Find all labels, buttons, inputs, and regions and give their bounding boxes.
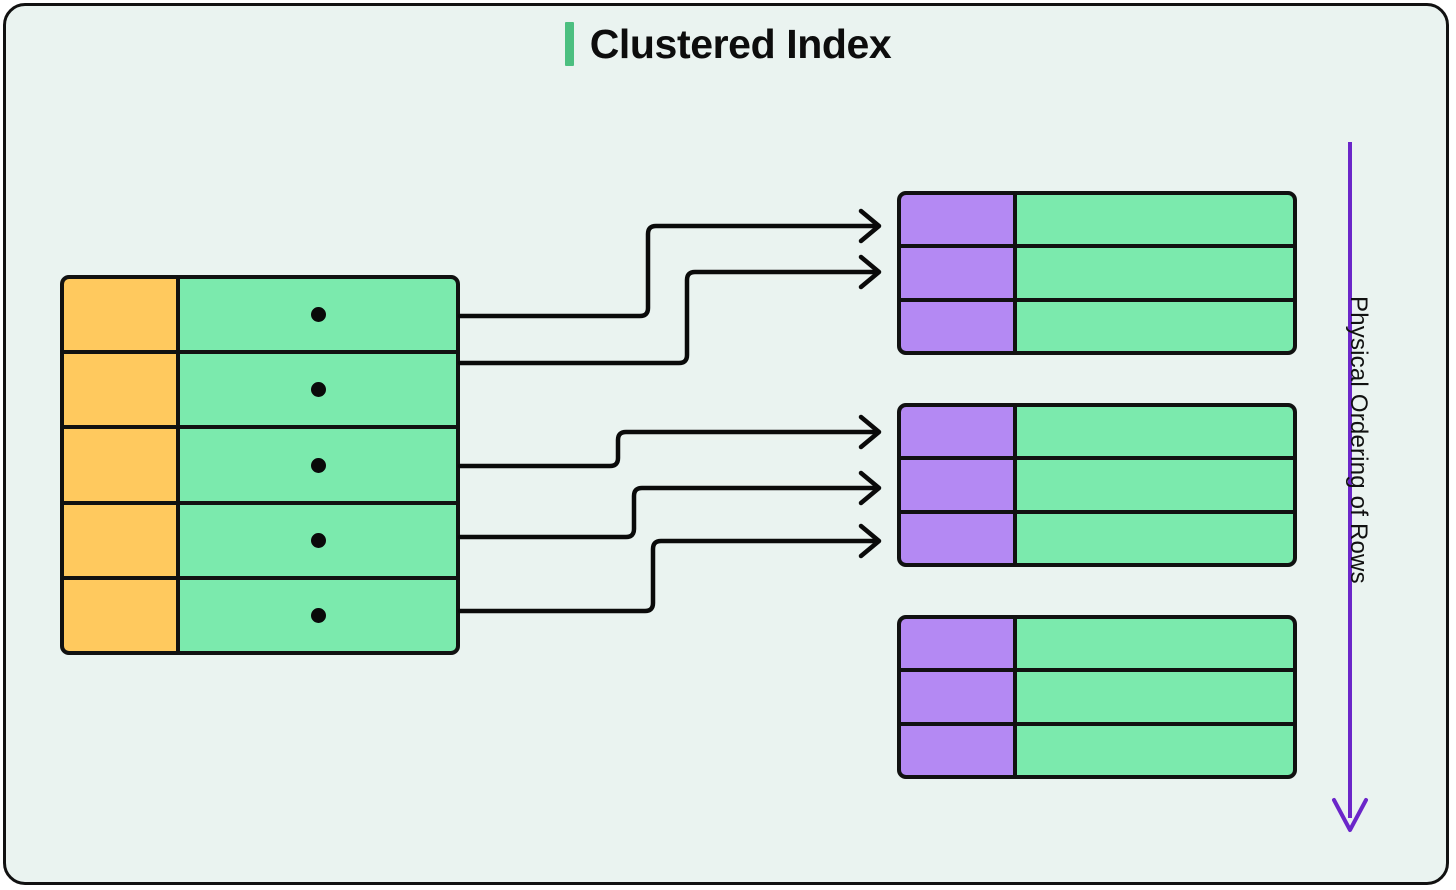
pointer-dot-icon xyxy=(310,307,326,323)
data-page-block-1 xyxy=(897,191,1297,355)
row-data-cell xyxy=(1017,725,1293,775)
table-row[interactable] xyxy=(901,456,1293,510)
row-key-cell xyxy=(901,301,1017,351)
table-row[interactable] xyxy=(901,721,1293,775)
row-data-cell xyxy=(1017,460,1293,510)
pointer-dot-icon xyxy=(310,382,326,398)
table-row[interactable] xyxy=(64,279,456,351)
index-pointer-cell xyxy=(180,279,456,351)
index-key-cell xyxy=(64,429,180,501)
pointer-dot-icon xyxy=(310,457,326,473)
table-row[interactable] xyxy=(901,619,1293,669)
index-key-cell xyxy=(64,504,180,576)
row-key-cell xyxy=(901,672,1017,722)
row-key-cell xyxy=(901,195,1017,245)
index-pointer-cell xyxy=(180,504,456,576)
row-key-cell xyxy=(901,248,1017,298)
index-pointer-cell xyxy=(180,354,456,426)
row-key-cell xyxy=(901,619,1017,669)
row-key-cell xyxy=(901,725,1017,775)
index-key-cell xyxy=(64,354,180,426)
row-data-cell xyxy=(1017,195,1293,245)
table-row[interactable] xyxy=(901,244,1293,298)
row-key-cell xyxy=(901,460,1017,510)
row-data-cell xyxy=(1017,513,1293,563)
table-row[interactable] xyxy=(901,668,1293,722)
row-key-cell xyxy=(901,407,1017,457)
table-row[interactable] xyxy=(64,425,456,501)
row-data-cell xyxy=(1017,619,1293,669)
row-key-cell xyxy=(901,513,1017,563)
table-row[interactable] xyxy=(901,407,1293,457)
row-data-cell xyxy=(1017,407,1293,457)
data-page-block-2 xyxy=(897,403,1297,567)
data-page-block-3 xyxy=(897,615,1297,779)
index-key-cell xyxy=(64,279,180,351)
table-row[interactable] xyxy=(901,297,1293,351)
pointer-dot-icon xyxy=(310,532,326,548)
clustered-index-table xyxy=(60,275,460,655)
table-row[interactable] xyxy=(64,500,456,576)
pointer-dot-icon xyxy=(310,607,326,623)
index-key-cell xyxy=(64,579,180,651)
row-data-cell xyxy=(1017,248,1293,298)
row-data-cell xyxy=(1017,672,1293,722)
table-row[interactable] xyxy=(901,509,1293,563)
table-row[interactable] xyxy=(64,575,456,651)
index-pointer-cell xyxy=(180,429,456,501)
row-data-cell xyxy=(1017,301,1293,351)
physical-ordering-label: Physical Ordering of Rows xyxy=(1345,296,1372,584)
table-row[interactable] xyxy=(901,195,1293,245)
table-row[interactable] xyxy=(64,350,456,426)
index-pointer-cell xyxy=(180,579,456,651)
